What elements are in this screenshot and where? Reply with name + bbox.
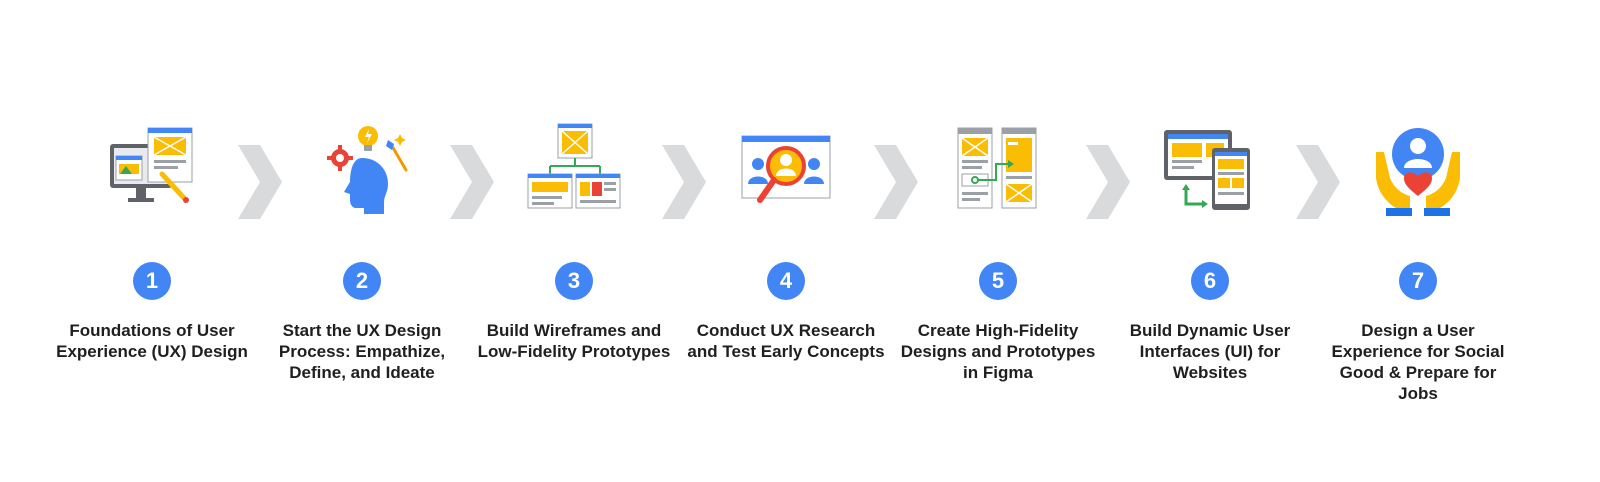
chevron-right-icon [450,145,494,219]
user-research-magnifier-icon [736,122,836,222]
responsive-devices-icon [1160,122,1260,222]
step-title: Build Dynamic User Interfaces (UI) for W… [1129,321,1291,382]
chevron-right-icon [1086,145,1130,219]
step-6: 6 Build Dynamic User Interfaces (UI) for… [1110,0,1310,482]
step-number-badge: 6 [1191,262,1229,300]
step-number-badge: 5 [979,262,1017,300]
figma-prototype-icon [948,122,1048,222]
chevron-right-icon [238,145,282,219]
chevron-right-icon [874,145,918,219]
step-number-badge: 4 [767,262,805,300]
step-2: 2 Start the UX Design Process: Empathize… [262,0,462,482]
step-title: Build Wireframes and Low-Fidelity Protot… [477,321,671,361]
chevron-right-icon [662,145,706,219]
step-title: Create High-Fidelity Designs and Prototy… [900,321,1096,382]
step-title: Design a User Experience for Social Good… [1331,321,1505,403]
step-7: 7 Design a User Experience for Social Go… [1318,0,1518,482]
step-title: Conduct UX Research and Test Early Conce… [687,321,885,361]
head-ideas-icon [312,122,412,222]
step-number-badge: 2 [343,262,381,300]
step-title: Foundations of User Experience (UX) Desi… [56,321,248,361]
hands-user-heart-icon [1368,122,1468,222]
step-title: Start the UX Design Process: Empathize, … [278,321,446,382]
step-5: 5 Create High-Fidelity Designs and Proto… [898,0,1098,482]
wireframe-sitemap-icon [524,122,624,222]
step-1: 1 Foundations of User Experience (UX) De… [52,0,252,482]
chevron-right-icon [1296,145,1340,219]
computer-design-icon [102,122,202,222]
step-number-badge: 1 [133,262,171,300]
step-4: 4 Conduct UX Research and Test Early Con… [686,0,886,482]
step-number-badge: 7 [1399,262,1437,300]
step-3: 3 Build Wireframes and Low-Fidelity Prot… [474,0,674,482]
step-number-badge: 3 [555,262,593,300]
